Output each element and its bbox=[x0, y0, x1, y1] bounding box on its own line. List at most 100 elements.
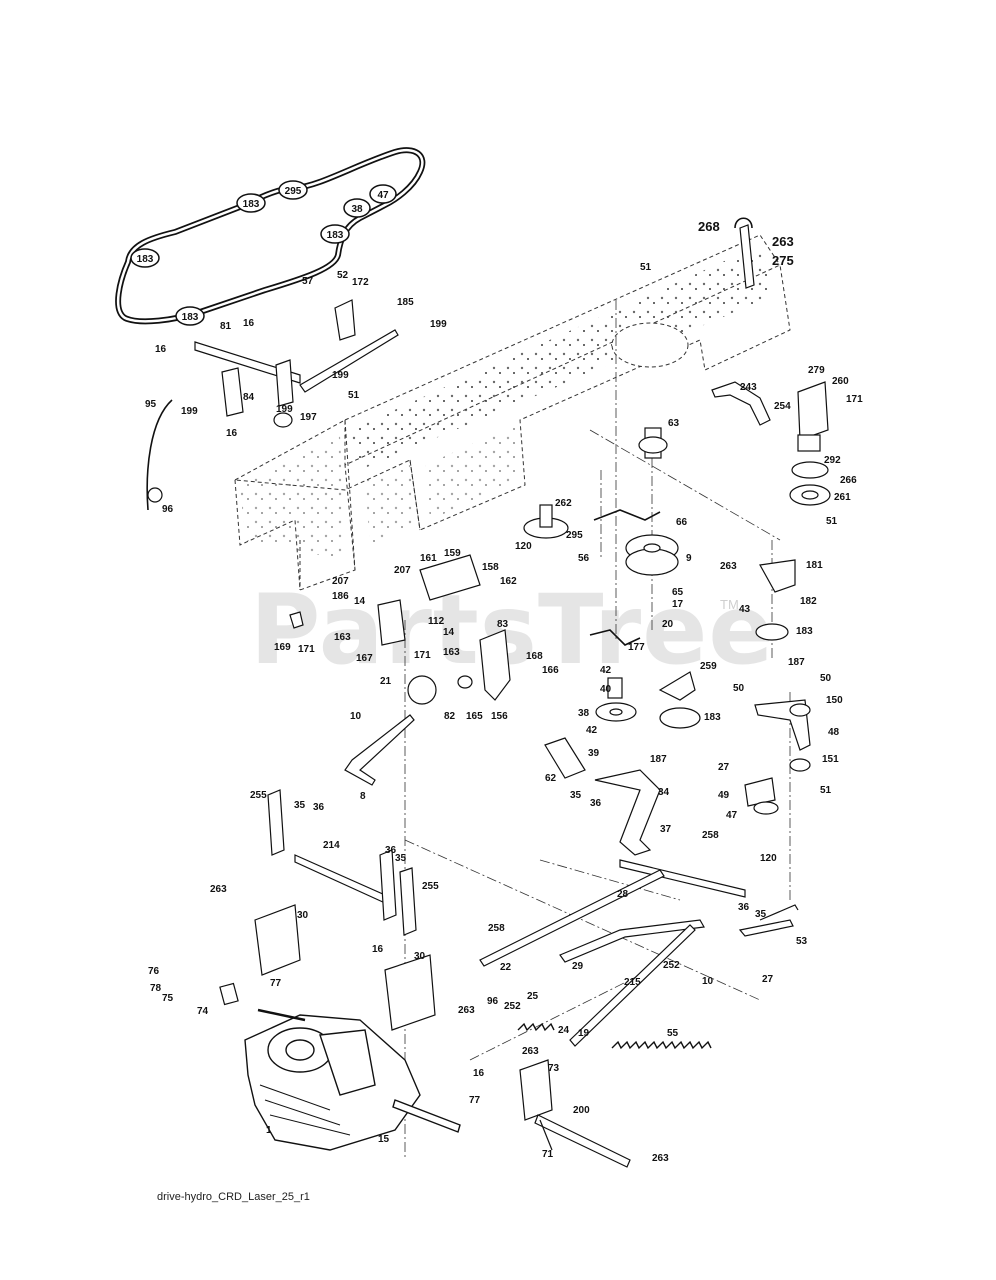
callout-81: 81 bbox=[220, 321, 232, 332]
callout-258: 258 bbox=[702, 830, 719, 841]
callout-63: 63 bbox=[668, 418, 680, 429]
callout-39: 39 bbox=[588, 748, 600, 759]
callout-22: 22 bbox=[500, 962, 512, 973]
belt-pulley-label: 38 bbox=[351, 204, 363, 215]
callout-165: 165 bbox=[466, 711, 483, 722]
belt-pulley-label: 183 bbox=[182, 312, 199, 323]
callout-183: 183 bbox=[796, 626, 813, 637]
callout-252: 252 bbox=[663, 960, 680, 971]
callout-16: 16 bbox=[372, 944, 384, 955]
callout-42: 42 bbox=[586, 725, 598, 736]
callout-48: 48 bbox=[828, 727, 840, 738]
belt-pulley-47: 47 bbox=[369, 184, 397, 204]
callout-77: 77 bbox=[469, 1095, 481, 1106]
callout-259: 259 bbox=[700, 661, 717, 672]
callout-185: 185 bbox=[397, 297, 414, 308]
callout-207: 207 bbox=[332, 576, 349, 587]
callout-263: 263 bbox=[522, 1046, 539, 1057]
callout-263: 263 bbox=[210, 884, 227, 895]
callout-167: 167 bbox=[356, 653, 373, 664]
callout-182: 182 bbox=[800, 596, 817, 607]
callout-177: 177 bbox=[628, 642, 645, 653]
callout-14: 14 bbox=[443, 627, 455, 638]
callout-24: 24 bbox=[558, 1025, 570, 1036]
belt-pulley-label: 47 bbox=[377, 190, 389, 201]
callout-35: 35 bbox=[395, 853, 407, 864]
callout-49: 49 bbox=[718, 790, 730, 801]
callout-150: 150 bbox=[826, 695, 843, 706]
partstree-watermark: PartsTree bbox=[250, 574, 775, 686]
callout-214: 214 bbox=[323, 840, 340, 851]
belt-pulley-183-a: 183 bbox=[130, 248, 160, 268]
callout-27: 27 bbox=[762, 974, 774, 985]
callout-161: 161 bbox=[420, 553, 437, 564]
callout-66: 66 bbox=[676, 517, 688, 528]
callout-27: 27 bbox=[718, 762, 730, 773]
callout-120: 120 bbox=[760, 853, 777, 864]
callout-186: 186 bbox=[332, 591, 349, 602]
callout-51: 51 bbox=[348, 390, 360, 401]
callout-215: 215 bbox=[624, 977, 641, 988]
callout-76: 76 bbox=[148, 966, 160, 977]
callout-295: 295 bbox=[566, 530, 583, 541]
part-callouts: 268 263 275 51 52 172 185 199 16 81 16 1… bbox=[145, 219, 863, 1164]
callout-19: 19 bbox=[578, 1028, 590, 1039]
callout-199: 199 bbox=[276, 404, 293, 415]
callout-62: 62 bbox=[545, 773, 557, 784]
callout-156: 156 bbox=[491, 711, 508, 722]
callout-16: 16 bbox=[243, 318, 255, 329]
callout-82: 82 bbox=[444, 711, 456, 722]
callout-36: 36 bbox=[738, 902, 750, 913]
callout-171: 171 bbox=[298, 644, 315, 655]
top-right-parts bbox=[711, 217, 831, 506]
belt-pulley-183-c: 183 bbox=[320, 224, 350, 244]
callout-151: 151 bbox=[822, 754, 839, 765]
callout-263: 263 bbox=[652, 1153, 669, 1164]
upper-linkage bbox=[146, 299, 399, 511]
callout-197: 197 bbox=[300, 412, 317, 423]
engine-mount-opening bbox=[611, 322, 689, 368]
callout-172: 172 bbox=[352, 277, 369, 288]
callout-255: 255 bbox=[250, 790, 267, 801]
diagram-caption: drive-hydro_CRD_Laser_25_r1 bbox=[157, 1191, 310, 1203]
callout-28: 28 bbox=[617, 889, 629, 900]
callout-10: 10 bbox=[702, 976, 714, 987]
callout-73: 73 bbox=[548, 1063, 560, 1074]
callout-50: 50 bbox=[733, 683, 745, 694]
callout-96: 96 bbox=[162, 504, 174, 515]
callout-42: 42 bbox=[600, 665, 612, 676]
callout-34: 34 bbox=[658, 787, 670, 798]
callout-51: 51 bbox=[826, 516, 838, 527]
belt-pulley-label: 183 bbox=[137, 254, 154, 265]
callout-75: 75 bbox=[162, 993, 174, 1004]
callout-95: 95 bbox=[145, 399, 157, 410]
callout-10: 10 bbox=[350, 711, 362, 722]
callout-15: 15 bbox=[378, 1134, 390, 1145]
callout-292: 292 bbox=[824, 455, 841, 466]
callout-183: 183 bbox=[704, 712, 721, 723]
callout-268: 268 bbox=[698, 219, 720, 234]
callout-21: 21 bbox=[380, 676, 392, 687]
callout-36: 36 bbox=[590, 798, 602, 809]
callout-199: 199 bbox=[430, 319, 447, 330]
callout-65: 65 bbox=[672, 587, 684, 598]
callout-17: 17 bbox=[672, 599, 684, 610]
belt-pulley-label: 183 bbox=[243, 199, 260, 210]
belt-pulley-38: 38 bbox=[343, 198, 371, 218]
callout-199: 199 bbox=[332, 370, 349, 381]
control-arm bbox=[519, 1059, 631, 1168]
callout-254: 254 bbox=[774, 401, 791, 412]
callout-71: 71 bbox=[542, 1149, 554, 1160]
callout-53: 53 bbox=[796, 936, 808, 947]
belt-pulley-183-d: 183 bbox=[175, 306, 205, 326]
callout-14: 14 bbox=[354, 596, 366, 607]
callout-84: 84 bbox=[243, 392, 255, 403]
callout-30: 30 bbox=[297, 910, 309, 921]
callout-166: 166 bbox=[542, 665, 559, 676]
callout-51: 51 bbox=[640, 262, 652, 273]
callout-252: 252 bbox=[504, 1001, 521, 1012]
callout-162: 162 bbox=[500, 576, 517, 587]
callout-255: 255 bbox=[422, 881, 439, 892]
callout-263: 263 bbox=[458, 1005, 475, 1016]
